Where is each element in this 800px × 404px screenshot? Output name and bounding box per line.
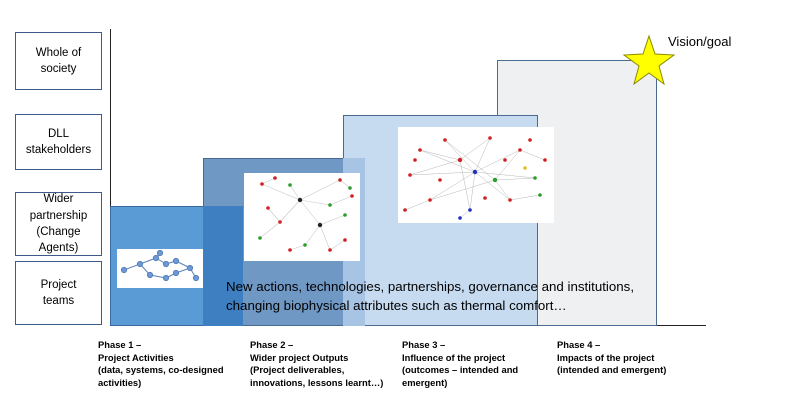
network-graph-phase2 [259, 177, 353, 251]
y-axis [110, 29, 111, 326]
phase1-label: Phase 1 – Project Activities (data, syst… [98, 339, 224, 388]
network-graph-phase3 [404, 137, 546, 219]
level-project-teams: Project teams [15, 261, 102, 325]
vision-star [622, 34, 676, 86]
network-nodes-phase2 [258, 176, 354, 252]
phase1-overlap [203, 206, 243, 326]
level-dll-stakeholders: DLL stakeholders [15, 114, 102, 170]
network-graph-phase1 [120, 249, 200, 282]
phase4-label: Phase 4 – Impacts of the project (intend… [557, 339, 667, 375]
network-image-phase3 [398, 127, 554, 223]
level-wider-partnership: Wider partnership (Change Agents) [15, 192, 102, 256]
phase2-label: Phase 2 – Wider project Outputs (Project… [250, 339, 384, 388]
outcomes-description: New actions, technologies, partnerships,… [226, 279, 635, 314]
vision-goal-label: Vision/goal [668, 34, 732, 49]
level-whole-of-society: Whole of society [15, 32, 102, 90]
network-nodes-phase3 [403, 136, 547, 220]
phase3-label: Phase 3 – Influence of the project (outc… [402, 339, 519, 388]
